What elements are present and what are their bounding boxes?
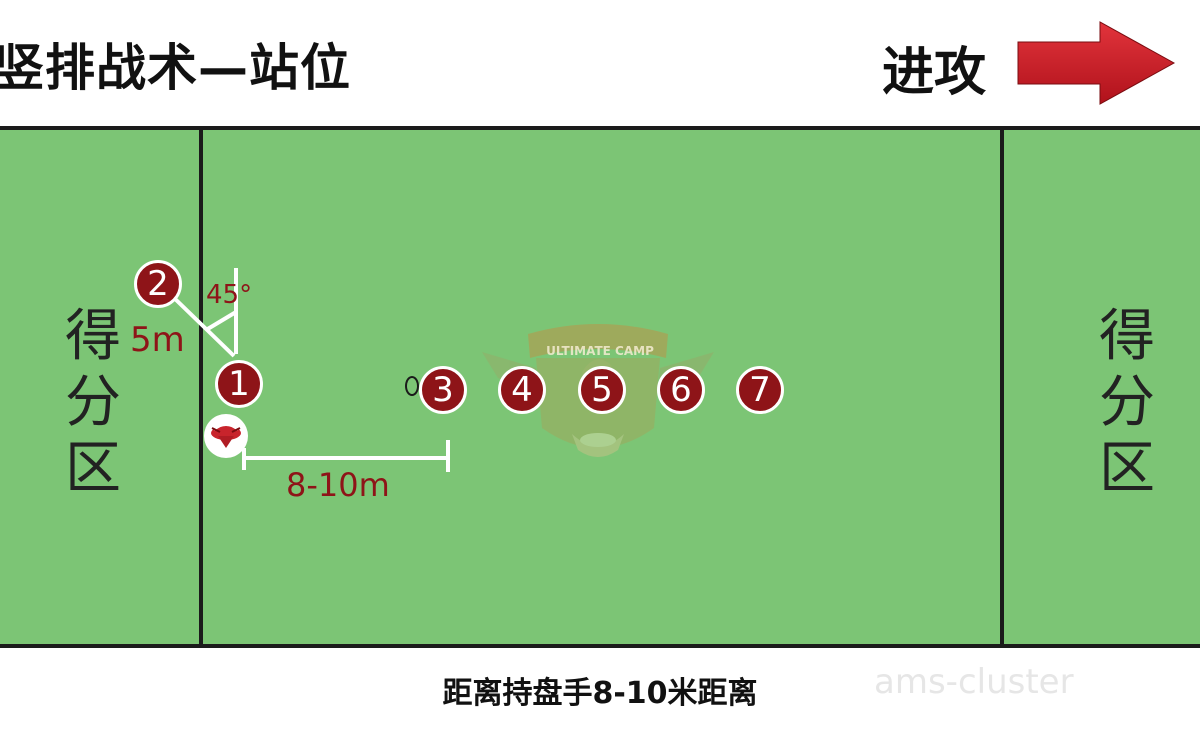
attack-direction-label: 进攻 xyxy=(882,43,987,103)
long-distance-label: 8-10m xyxy=(286,466,390,504)
cutter-path-line xyxy=(168,292,236,358)
angle-arc-line xyxy=(204,310,238,332)
right-goal-line xyxy=(1000,130,1004,644)
right-arrow-icon xyxy=(1017,21,1176,105)
angle-label: 45° xyxy=(206,280,253,310)
player-marker: 4 xyxy=(498,366,546,414)
diagram-title: 竖排战术—站位 xyxy=(0,39,351,97)
player-marker: 5 xyxy=(578,366,626,414)
marker-ring xyxy=(405,376,419,396)
short-distance-label: 5m xyxy=(130,320,185,360)
player-marker: 3 xyxy=(419,366,467,414)
left-goal-line xyxy=(199,130,203,644)
player-marker: 1 xyxy=(215,360,263,408)
logo-text: ULTIMATE CAMP xyxy=(546,344,654,358)
right-endzone-label: 得分区 xyxy=(1099,304,1155,501)
player-marker: 7 xyxy=(736,366,784,414)
disc-icon xyxy=(204,414,248,458)
player-marker: 6 xyxy=(657,366,705,414)
diagram-caption: 距离持盘手8-10米距离 xyxy=(442,676,758,711)
watermark: ams-cluster xyxy=(874,662,1074,702)
player-marker: 2 xyxy=(134,260,182,308)
left-endzone-label: 得分区 xyxy=(65,304,121,501)
